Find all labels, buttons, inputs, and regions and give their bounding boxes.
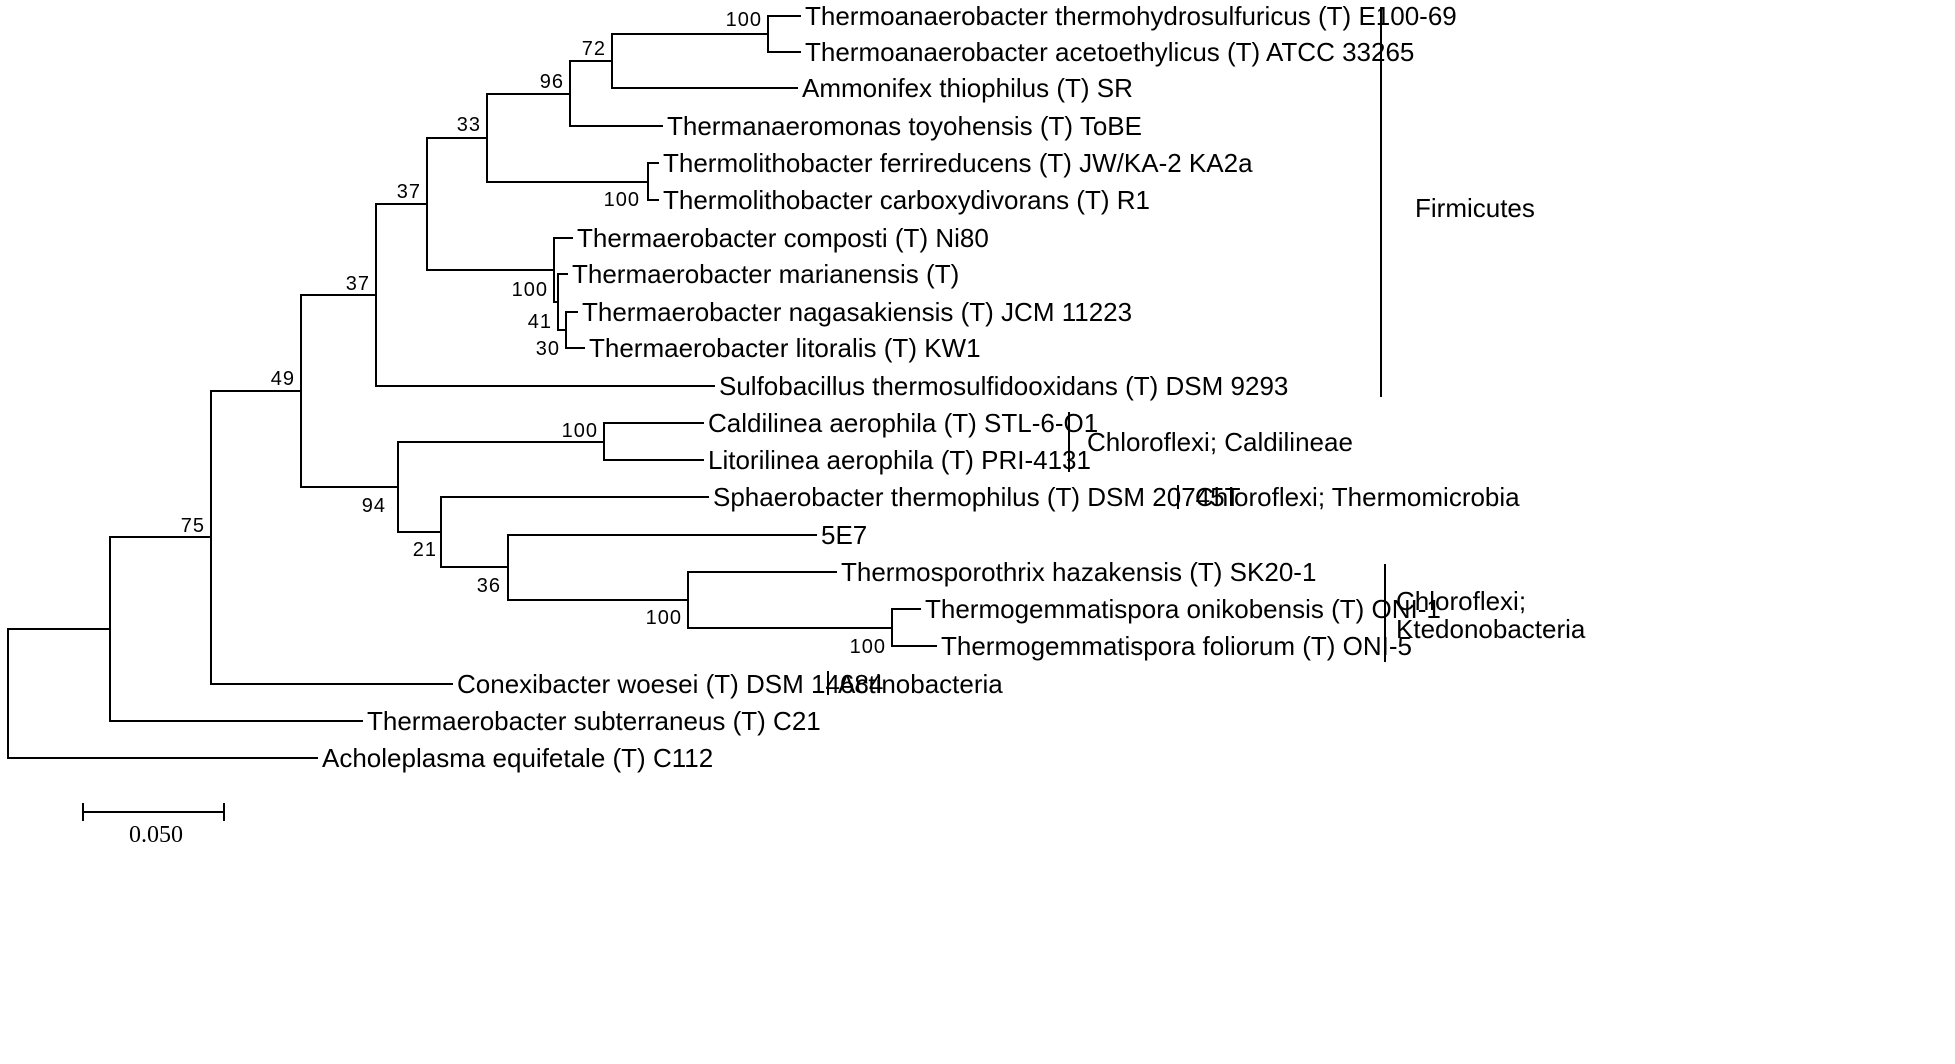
- taxon-label: Thermaerobacter composti (T) Ni80: [577, 223, 989, 253]
- taxon-label: Sulfobacillus thermosulfidooxidans (T) D…: [719, 371, 1288, 401]
- taxon-label: Thermogemmatispora onikobensis (T) ONI-1: [925, 594, 1441, 624]
- clade-label-actinobacteria: Actinobacteria: [838, 669, 1003, 699]
- bootstrap-value-n94: 94: [362, 495, 386, 517]
- bootstrap-value-n100d: 100: [562, 420, 598, 442]
- clade-label-caldilineae: Chloroflexi; Caldilineae: [1087, 427, 1353, 457]
- taxon-label: Acholeplasma equifetale (T) C112: [322, 743, 713, 773]
- bootstrap-value-n30: 30: [536, 338, 560, 360]
- taxon-label: Thermaerobacter marianensis (T): [572, 259, 959, 289]
- bootstrap-value-n37b: 37: [346, 273, 370, 295]
- taxon-label: Thermosporothrix hazakensis (T) SK20-1: [841, 557, 1316, 587]
- taxon-label: Conexibacter woesei (T) DSM 14684: [457, 669, 883, 699]
- clade-label-thermomicrobia: Chloroflexi; Thermomicrobia: [1195, 482, 1520, 512]
- bootstrap-value-n36: 36: [477, 575, 501, 597]
- taxon-label: Ammonifex thiophilus (T) SR: [802, 73, 1133, 103]
- bootstrap-value-n100e: 100: [646, 607, 682, 629]
- taxon-label: Thermaerobacter litoralis (T) KW1: [589, 333, 981, 363]
- clade-label-firmicutes: Firmicutes: [1415, 193, 1535, 223]
- taxon-label: Thermoanaerobacter thermohydrosulfuricus…: [805, 1, 1457, 31]
- clade-label-ktedonobacteria-line2: Ktedonobacteria: [1396, 614, 1586, 644]
- scale-bar-label: 0.050: [129, 822, 183, 848]
- bootstrap-value-n100c: 100: [512, 279, 548, 301]
- bootstrap-value-n100f: 100: [850, 636, 886, 658]
- bootstrap-value-n49: 49: [271, 368, 295, 390]
- bootstrap-value-n100a: 100: [726, 9, 762, 31]
- taxon-label: Thermaerobacter subterraneus (T) C21: [367, 706, 821, 736]
- bootstrap-value-n21: 21: [413, 539, 437, 561]
- bootstrap-value-n96: 96: [540, 71, 564, 93]
- taxon-label: Thermoanaerobacter acetoethylicus (T) AT…: [805, 37, 1414, 67]
- taxon-label: Litorilinea aerophila (T) PRI-4131: [708, 445, 1091, 475]
- taxon-label: Thermolithobacter carboxydivorans (T) R1: [663, 185, 1150, 215]
- bootstrap-value-n37a: 37: [397, 181, 421, 203]
- taxon-label: Thermolithobacter ferrireducens (T) JW/K…: [663, 148, 1253, 178]
- bootstrap-value-n41: 41: [528, 311, 552, 333]
- taxon-label: 5E7: [821, 520, 867, 550]
- taxon-label: Thermogemmatispora foliorum (T) ONI-5: [941, 631, 1412, 661]
- bootstrap-value-n75: 75: [181, 515, 205, 537]
- clade-label-ktedonobacteria-line1: Chloroflexi;: [1396, 586, 1526, 616]
- taxon-label: Sphaerobacter thermophilus (T) DSM 20745…: [713, 482, 1241, 512]
- bootstrap-value-n33: 33: [457, 114, 481, 136]
- taxon-label: Thermaerobacter nagasakiensis (T) JCM 11…: [582, 297, 1132, 327]
- taxon-label: Caldilinea aerophila (T) STL-6-O1: [708, 408, 1098, 438]
- bootstrap-value-n100b: 100: [604, 189, 640, 211]
- taxon-label: Thermanaeromonas toyohensis (T) ToBE: [667, 111, 1142, 141]
- bootstrap-value-n72: 72: [582, 38, 606, 60]
